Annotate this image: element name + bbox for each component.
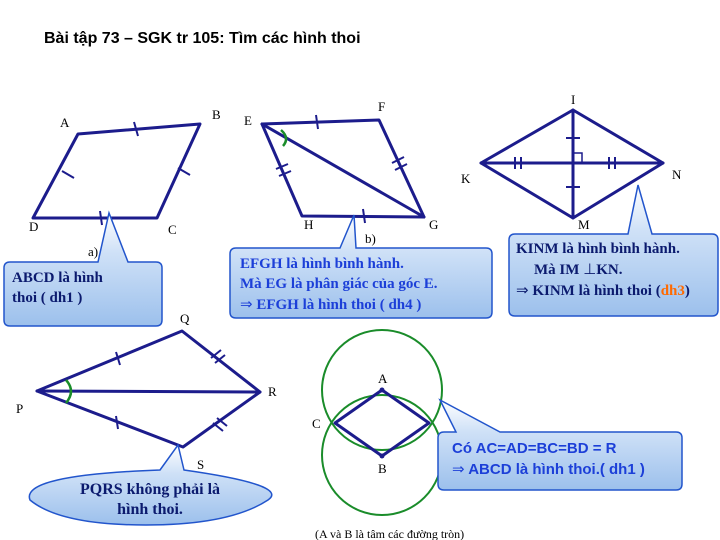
callout-d: PQRS không phải là hình thoi.: [66, 480, 234, 520]
vertex-label-f: F: [378, 99, 385, 114]
vertex-label-a: A: [378, 371, 388, 386]
callout-c-highlight: dh3: [660, 283, 685, 299]
rhombus-abcd-shape: [31, 122, 202, 220]
figure-caption-e: (A và B là tâm các đường tròn): [315, 527, 464, 540]
figure-b-rhombus: E F G H b): [244, 99, 438, 246]
diagonal-pr: [35, 389, 262, 394]
callout-c-line-3c: ): [684, 283, 690, 299]
implies-icon: ⇒: [452, 460, 465, 478]
callout-c-line-3a: KINM là hình thoi (: [532, 283, 661, 299]
vertex-label-q: Q: [180, 311, 190, 326]
callout-b: EFGH là hình bình hành. Mà EG là phân gi…: [240, 254, 438, 315]
vertex-label-b: B: [212, 107, 221, 122]
callout-d-line-1: PQRS không phải là: [79, 481, 221, 498]
vertex-label-d: D: [29, 219, 38, 234]
right-angle-mark: [572, 152, 583, 164]
angle-mark: [280, 129, 288, 147]
implies-icon: ⇒: [240, 295, 253, 313]
vertex-label-n: N: [672, 167, 682, 182]
vertex-label-i: I: [571, 92, 575, 107]
callout-d-line-2: hình thoi.: [117, 501, 183, 518]
callout-e-line-2-text: ABCD là hình thoi.( dh1 ): [468, 461, 645, 478]
figure-caption-b: b): [365, 231, 376, 246]
tick-mark: [99, 210, 103, 226]
callout-a-line-2: thoi ( dh1 ): [12, 290, 83, 306]
tick-mark: [391, 156, 405, 164]
vertex-label-k: K: [461, 171, 471, 186]
vertex-label-s: S: [197, 457, 204, 472]
callout-b-line-3-text: EFGH là hình thoi ( dh4 ): [256, 297, 422, 313]
tick-mark: [212, 422, 224, 432]
callout-c-shape: [508, 184, 719, 317]
rhombus-acbd-shape: [333, 388, 431, 458]
vertex-label-p: P: [16, 401, 23, 416]
callout-c: KINM là hình bình hành. Mà IM ⊥KN. ⇒ KIN…: [516, 239, 690, 301]
vertex-label-a: A: [60, 115, 70, 130]
center-point-a: [379, 387, 385, 393]
callout-c-line-2a: Mà IM: [534, 262, 580, 278]
tick-mark: [216, 417, 228, 427]
vertex-label-c: C: [168, 222, 177, 237]
tick-mark: [315, 114, 319, 130]
tick-mark: [214, 354, 226, 364]
circle-centered-a: [321, 329, 443, 451]
vertex-label-e: E: [244, 113, 252, 128]
figure-d-kite: P Q R S: [16, 311, 277, 472]
callout-d-shape: [28, 443, 273, 526]
callout-e-line-1: Có AC=AD=BC=BD = R: [452, 440, 617, 457]
callout-b-shape: [229, 214, 493, 319]
vertex-label-r: R: [268, 384, 277, 399]
tick-mark: [394, 163, 408, 171]
tick-mark: [115, 415, 119, 430]
vertex-label-c: C: [312, 416, 321, 431]
callout-a-line-1: ABCD là hình: [12, 270, 103, 286]
diagonal-eg: [260, 122, 426, 219]
implies-icon: ⇒: [516, 281, 529, 299]
vertex-label-b: B: [378, 461, 387, 476]
callout-c-line-3: ⇒ KINM là hình thoi (dh3): [516, 280, 690, 301]
vertex-label-m: M: [578, 217, 590, 232]
tick-mark: [278, 170, 292, 177]
callout-b-line-3: ⇒ EFGH là hình thoi ( dh4 ): [240, 294, 438, 315]
callout-a: ABCD là hình thoi ( dh1 ): [12, 268, 103, 308]
callout-c-line-1: KINM là hình bình hành.: [516, 241, 680, 257]
perpendicular-icon: ⊥: [583, 260, 597, 278]
callout-b-line-2: Mà EG là phân giác của góc E.: [240, 276, 438, 292]
vertex-label-g: G: [429, 217, 438, 232]
figure-caption-a: a): [88, 244, 98, 259]
tick-mark: [133, 121, 139, 137]
page-title: Bài tập 73 – SGK tr 105: Tìm các hình th…: [44, 30, 361, 47]
tick-mark: [362, 208, 366, 224]
tick-mark: [210, 349, 222, 359]
callout-e-shape: [437, 398, 683, 491]
callout-e: Có AC=AD=BC=BD = R ⇒ ABCD là hình thoi.(…: [452, 439, 645, 480]
callout-c-line-2: Mà IM ⊥KN.: [516, 259, 690, 280]
tick-mark: [115, 351, 121, 366]
callout-c-line-2b: KN.: [596, 262, 623, 278]
vertex-label-h: H: [304, 217, 313, 232]
callout-a-shape: [3, 210, 163, 327]
tick-mark: [275, 163, 289, 170]
callout-b-line-1: EFGH là hình bình hành.: [240, 256, 404, 272]
tick-mark: [177, 167, 191, 176]
center-point-b: [379, 453, 385, 459]
angle-mark: [65, 379, 73, 404]
figure-c-rhombus: I K N M: [461, 92, 682, 232]
tick-mark: [61, 170, 75, 179]
callout-e-line-2: ⇒ ABCD là hình thoi.( dh1 ): [452, 459, 645, 480]
figure-a-rhombus: A B C D a): [29, 107, 221, 259]
